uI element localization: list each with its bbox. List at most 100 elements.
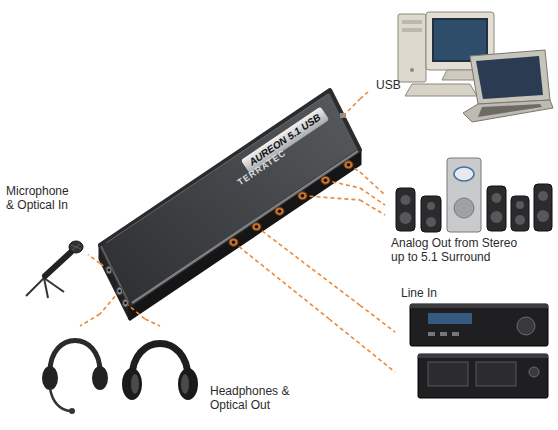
audio-port — [344, 161, 353, 169]
port-caption: Microphone & Optical In — [6, 184, 78, 212]
stereo-system — [418, 354, 548, 358]
desktop-computer — [402, 28, 422, 32]
headphones — [122, 368, 142, 400]
headphones — [181, 374, 189, 394]
sound-card-body — [100, 90, 360, 305]
audio-port — [347, 163, 351, 167]
cable-connector — [80, 314, 100, 326]
cable-connector — [360, 200, 385, 215]
audio-port — [232, 240, 236, 244]
speaker-set — [538, 191, 548, 201]
audio-port — [123, 299, 129, 307]
cable-stub — [303, 196, 361, 200]
laptop-computer — [463, 50, 553, 122]
stereo-system — [428, 362, 468, 386]
sound-card-body — [100, 90, 360, 319]
speaker-set — [427, 202, 435, 210]
headphones — [178, 368, 198, 400]
desktop-computer — [398, 14, 426, 82]
audio-port — [278, 209, 282, 213]
speaker-set — [447, 158, 481, 232]
headset — [42, 366, 58, 390]
cable-connector — [145, 319, 160, 326]
headset — [69, 408, 75, 414]
sound-card-body — [101, 246, 129, 303]
laptop-computer — [470, 50, 550, 104]
speaker-group: Analog Out from Stereo up to 5.1 Surroun… — [385, 150, 553, 278]
audio-port — [229, 238, 238, 246]
speaker-set — [487, 186, 506, 231]
cable-stub — [100, 99, 360, 319]
sound-card-device: AUREON 5.1 USBTERRATEC — [100, 90, 360, 319]
stereo-system — [440, 332, 447, 336]
microphone — [69, 241, 83, 253]
speaker-set — [537, 210, 549, 222]
stereo-system — [410, 304, 548, 398]
speaker-set — [516, 201, 524, 209]
audio-port — [108, 269, 111, 272]
laptop-computer — [463, 100, 553, 122]
port-caption: Analog Out from Stereo up to 5.1 Surroun… — [391, 236, 526, 264]
headphones — [131, 374, 139, 394]
headset — [42, 341, 108, 415]
stereo-system — [517, 317, 535, 335]
speaker-set — [534, 184, 552, 231]
headset — [50, 341, 100, 373]
speaker-set — [400, 212, 412, 224]
stereo-system — [410, 304, 548, 308]
cable-stub — [326, 180, 361, 188]
speaker-set — [396, 158, 552, 232]
speaker-set — [454, 167, 474, 181]
laptop-computer — [476, 56, 543, 99]
stereo-system — [428, 332, 435, 336]
headphones — [122, 344, 198, 401]
audio-port — [255, 225, 259, 229]
speaker-set — [515, 215, 525, 225]
audio-port — [124, 302, 127, 305]
stereo-system — [410, 304, 548, 346]
stereo-system — [418, 354, 548, 398]
audio-port — [275, 207, 284, 215]
cable-connector — [360, 188, 385, 205]
microphone-group: Microphone & Optical In — [4, 180, 88, 300]
stereo-system — [452, 332, 459, 336]
audio-port — [324, 178, 328, 182]
speaker-set — [511, 196, 529, 231]
audio-port — [106, 266, 112, 274]
stereo-group: Line In — [395, 282, 553, 426]
microphone — [44, 278, 64, 292]
microphone — [71, 244, 81, 250]
cable-connector — [360, 305, 395, 332]
cable-connector — [329, 319, 395, 372]
headset — [92, 366, 108, 390]
desktop-computer — [434, 20, 486, 60]
stereo-system — [529, 367, 539, 377]
cable-connector — [88, 255, 100, 264]
speaker-set — [421, 196, 441, 232]
cable-stub — [234, 242, 330, 319]
headphone-group: Headphones & Optical Out — [30, 326, 305, 426]
audio-port — [321, 176, 330, 184]
audio-port — [117, 287, 123, 295]
port-caption: USB — [376, 78, 401, 92]
headphones — [132, 344, 188, 379]
audio-port — [298, 192, 307, 200]
port-caption: Headphones & Optical Out — [210, 384, 290, 412]
microphone — [26, 241, 83, 298]
laptop-computer — [478, 104, 542, 117]
desktop-computer — [402, 20, 422, 24]
port-caption: Line In — [401, 286, 437, 300]
microphone — [45, 252, 71, 276]
cable-connector — [360, 172, 385, 195]
speaker-set — [401, 195, 411, 205]
audio-port — [252, 223, 261, 231]
desktop-computer — [410, 68, 414, 72]
microphone — [26, 278, 44, 296]
speaker-set — [454, 198, 474, 218]
speaker-set — [492, 193, 502, 203]
headset — [50, 388, 70, 411]
cable-stub — [343, 99, 360, 116]
stereo-system — [428, 313, 472, 324]
